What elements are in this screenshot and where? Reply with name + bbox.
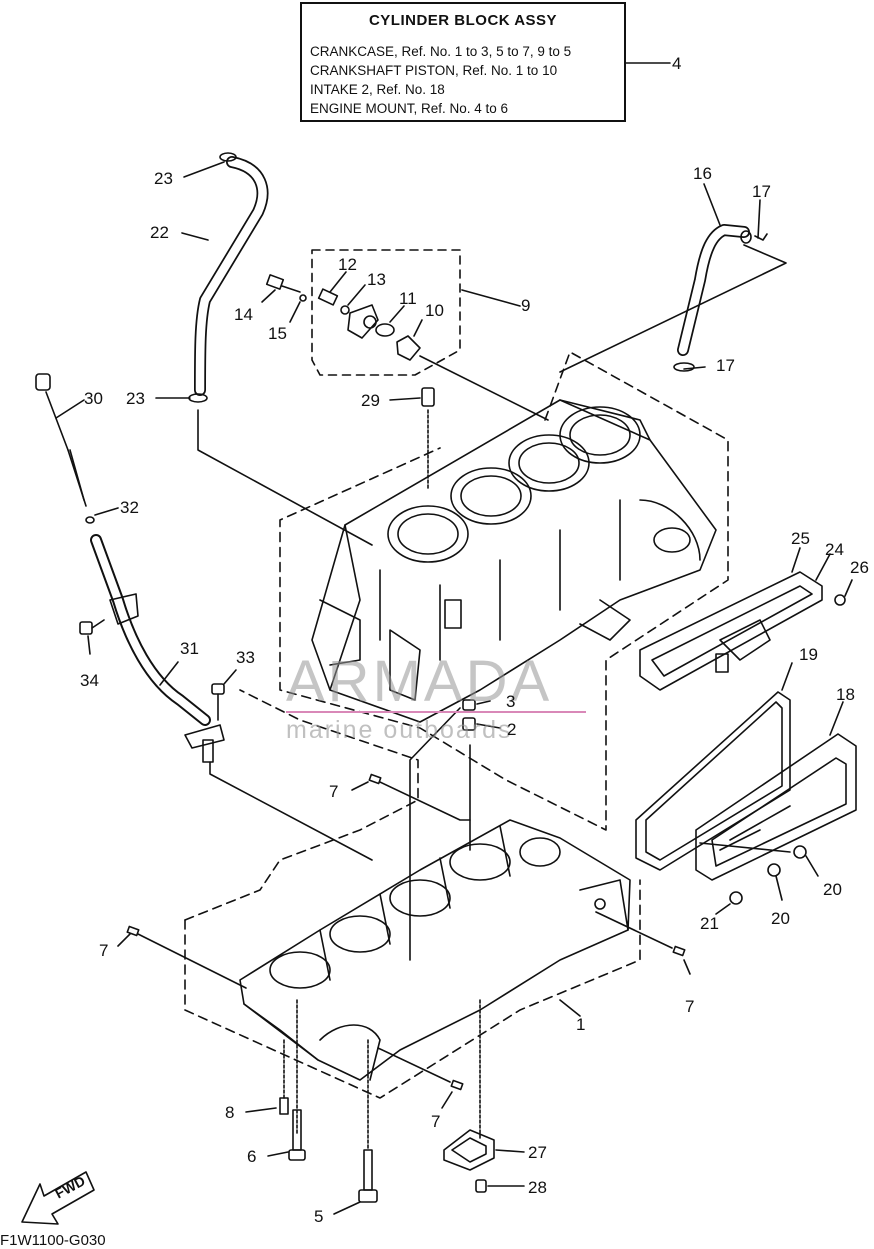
callout-12: 12 (338, 255, 357, 274)
bolt-part-6 (288, 999, 306, 1161)
gasket-part-19 (635, 691, 791, 871)
figure-code: F1W1100-G030 (0, 1232, 106, 1249)
callout-23: 23 (126, 389, 145, 408)
callout-14: 14 (234, 305, 253, 324)
assembly-title: CYLINDER BLOCK ASSY (368, 12, 558, 29)
callout-4: 4 (672, 54, 682, 73)
plate-part-18 (695, 733, 857, 881)
callout-13: 13 (367, 270, 386, 289)
callout-23: 23 (154, 169, 173, 188)
callout-22: 22 (150, 223, 169, 242)
callout-6: 6 (247, 1147, 257, 1166)
dipstick-part-30 (35, 373, 87, 507)
callout-9: 9 (521, 296, 531, 315)
callout-34: 34 (80, 671, 99, 690)
info-line: CRANKCASE, Ref. No. 1 to 3, 5 to 7, 9 to… (310, 44, 572, 59)
callout-17: 17 (752, 182, 771, 201)
fitting-assembly-part-9 (265, 274, 421, 361)
callout-17: 17 (716, 356, 735, 375)
callout-7: 7 (685, 997, 695, 1016)
callout-3: 3 (506, 692, 516, 711)
dipstick-guide-part-31 (90, 534, 225, 763)
callout-15: 15 (268, 324, 287, 343)
callout-8: 8 (225, 1103, 235, 1122)
info-line: CRANKSHAFT PISTON, Ref. No. 1 to 10 (310, 63, 558, 78)
callout-27: 27 (528, 1143, 547, 1162)
callout-24: 24 (825, 540, 844, 559)
callout-7: 7 (99, 941, 109, 960)
callout-30: 30 (84, 389, 103, 408)
callout-7: 7 (431, 1112, 441, 1131)
cover-part-24-25 (639, 571, 823, 691)
watermark-tagline: marine outboards (286, 716, 513, 744)
plate-part-27 (443, 1129, 495, 1171)
callout-1: 1 (576, 1015, 586, 1034)
breather-hose-part-16 (673, 224, 752, 372)
callout-26: 26 (850, 558, 869, 577)
callout-28: 28 (528, 1178, 547, 1197)
info-line: INTAKE 2, Ref. No. 18 (310, 82, 445, 97)
callout-7: 7 (329, 782, 339, 801)
callout-2: 2 (507, 720, 517, 739)
crankcase-part-1 (239, 819, 631, 1081)
watermark-brand: ARMADA (286, 649, 553, 714)
info-line: ENGINE MOUNT, Ref. No. 4 to 6 (310, 101, 509, 116)
breather-hose-part-22 (188, 152, 269, 403)
callout-21: 21 (700, 914, 719, 933)
callout-10: 10 (425, 301, 444, 320)
callout-31: 31 (180, 639, 199, 658)
callout-19: 19 (799, 645, 818, 664)
cylinder-block (311, 399, 717, 723)
callout-18: 18 (836, 685, 855, 704)
callout-11: 11 (399, 289, 417, 308)
callout-16: 16 (693, 164, 712, 183)
watermark-divider (286, 711, 586, 713)
assembly-info-box: CYLINDER BLOCK ASSY CRANKCASE, Ref. No. … (300, 2, 626, 122)
bolt-part-5 (358, 1039, 378, 1203)
callout-20: 20 (771, 909, 790, 928)
callout-5: 5 (314, 1207, 324, 1226)
fwd-arrow-icon (21, 1171, 95, 1225)
callout-25: 25 (791, 529, 810, 548)
callout-32: 32 (120, 498, 139, 517)
callout-33: 33 (236, 648, 255, 667)
callout-29: 29 (361, 391, 380, 410)
callout-20: 20 (823, 880, 842, 899)
